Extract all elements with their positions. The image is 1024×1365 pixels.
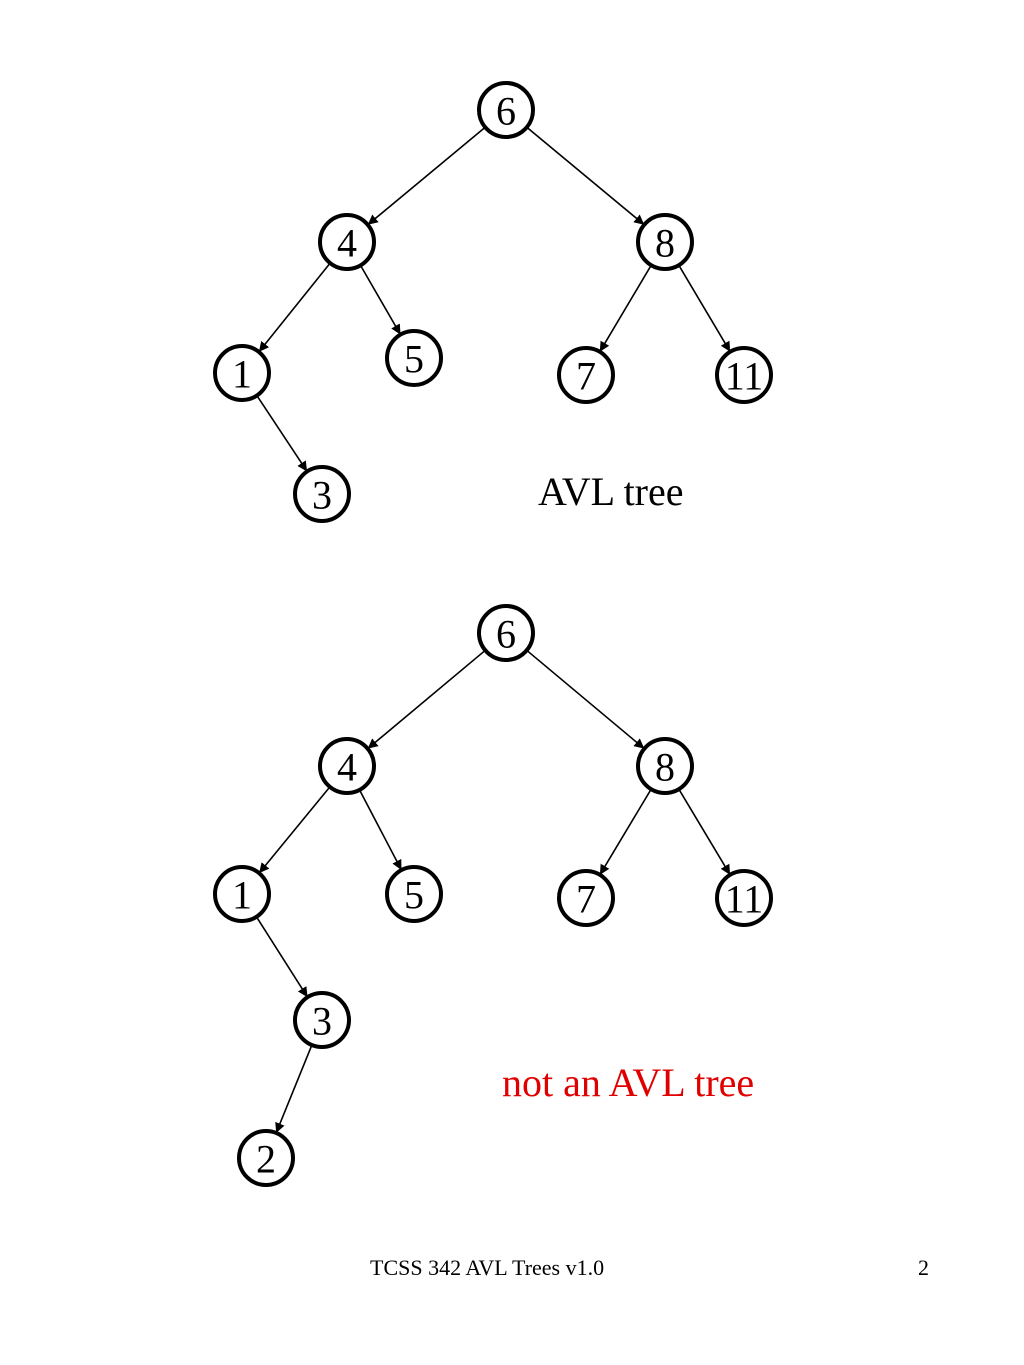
non-avl-tree: 6 4 8 1 5 7 11 3 2 — [213, 604, 773, 1187]
node-circle — [557, 869, 615, 927]
edge-8-to-11 — [678, 264, 731, 353]
tree-node-2: 2 — [237, 1129, 295, 1187]
edge-3-to-2 — [275, 1044, 313, 1134]
edge-6-to-8 — [526, 649, 645, 750]
tree-node-1: 1 — [213, 344, 271, 402]
edge-6-to-4 — [367, 649, 486, 750]
edge-1-to-3 — [256, 395, 308, 472]
node-circle — [477, 81, 535, 139]
node-circle — [237, 1129, 295, 1187]
avl-tree: 6 4 8 1 5 7 11 3 — [213, 81, 773, 523]
node-circle — [715, 346, 773, 404]
edge-6-to-8 — [526, 126, 645, 226]
tree-node-7: 7 — [557, 869, 615, 927]
tree-node-11: 11 — [715, 869, 773, 927]
node-label: 11 — [725, 877, 764, 922]
node-circle — [385, 865, 443, 923]
edge-8-to-7 — [599, 788, 652, 876]
node-circle — [636, 737, 694, 795]
edge-4-to-5 — [358, 789, 403, 871]
node-circle — [477, 604, 535, 662]
tree-node-3: 3 — [293, 991, 351, 1049]
tree-node-11: 11 — [715, 346, 773, 404]
node-label: 5 — [404, 873, 424, 918]
node-circle — [293, 465, 351, 523]
tree-node-5: 5 — [385, 865, 443, 923]
node-label: 3 — [312, 999, 332, 1044]
node-label: 7 — [576, 877, 596, 922]
node-label: 8 — [655, 745, 675, 790]
tree-node-3: 3 — [293, 465, 351, 523]
edge-8-to-7 — [599, 264, 652, 353]
edge-4-to-1 — [258, 786, 331, 874]
tree-node-4: 4 — [318, 737, 376, 795]
node-circle — [293, 991, 351, 1049]
node-label: 2 — [256, 1137, 276, 1182]
node-label: 8 — [655, 221, 675, 266]
caption-not-avl-tree: not an AVL tree — [502, 1060, 755, 1105]
caption-avl-tree: AVL tree — [538, 469, 684, 514]
node-label: 7 — [576, 354, 596, 399]
tree-node-6: 6 — [477, 604, 535, 662]
tree-node-5: 5 — [385, 329, 443, 387]
node-label: 6 — [496, 612, 516, 657]
node-circle — [715, 869, 773, 927]
tree-node-8: 8 — [636, 737, 694, 795]
page-number: 2 — [918, 1255, 929, 1280]
tree-node-8: 8 — [636, 213, 694, 271]
node-label: 1 — [232, 873, 252, 918]
edge-8-to-11 — [678, 788, 731, 876]
edge-4-to-5 — [359, 264, 402, 336]
tree-node-6: 6 — [477, 81, 535, 139]
node-circle — [557, 346, 615, 404]
node-circle — [213, 865, 271, 923]
node-label: 11 — [725, 354, 764, 399]
edge-4-to-1 — [258, 262, 331, 353]
tree-node-7: 7 — [557, 346, 615, 404]
node-label: 1 — [232, 352, 252, 397]
node-circle — [213, 344, 271, 402]
tree-node-1: 1 — [213, 865, 271, 923]
tree-node-4: 4 — [318, 213, 376, 271]
node-label: 5 — [404, 337, 424, 382]
node-circle — [636, 213, 694, 271]
node-circle — [318, 737, 376, 795]
node-label: 4 — [337, 745, 357, 790]
edge-1-to-3 — [255, 916, 309, 998]
footer-title: TCSS 342 AVL Trees v1.0 — [370, 1255, 605, 1280]
node-label: 4 — [337, 221, 357, 266]
node-circle — [385, 329, 443, 387]
node-label: 3 — [312, 473, 332, 518]
node-label: 6 — [496, 89, 516, 134]
node-circle — [318, 213, 376, 271]
edge-6-to-4 — [367, 126, 486, 226]
